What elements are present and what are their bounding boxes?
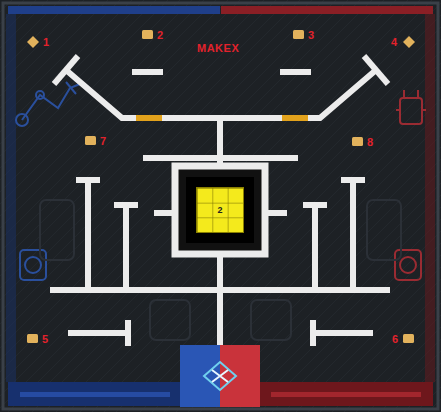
- start-logo: [204, 362, 236, 390]
- marker-block: [85, 136, 96, 145]
- blue-robot-art: [16, 82, 80, 280]
- red-robot-art: [395, 90, 426, 280]
- blue-band: [8, 6, 220, 14]
- marker-diamond: [403, 36, 415, 48]
- red-side: [425, 14, 435, 382]
- grid-number: 2: [217, 206, 222, 215]
- red-band: [221, 6, 433, 14]
- callout-number: 1: [43, 37, 49, 48]
- yellow-segments: [136, 115, 308, 121]
- callout-number: 2: [157, 30, 163, 41]
- marker-block: [403, 334, 414, 343]
- marker-block: [142, 30, 153, 39]
- centre-frame: [175, 166, 265, 254]
- callout-number: 5: [42, 334, 48, 345]
- marker-block: [293, 30, 304, 39]
- callout-number: 8: [367, 137, 373, 148]
- guide-lines: [50, 56, 390, 352]
- blue-start-zone: [180, 345, 220, 407]
- callout-number: 7: [100, 136, 106, 147]
- callout-number: 3: [308, 30, 314, 41]
- callout-number: 6: [392, 334, 398, 345]
- mat-border: [3, 3, 438, 409]
- centre-inner: [186, 177, 254, 243]
- markers: [27, 30, 415, 343]
- marker-diamond: [27, 36, 39, 48]
- callout-number: 4: [391, 37, 397, 48]
- puzzle-grid: 2: [196, 187, 244, 233]
- blue-side: [6, 14, 16, 382]
- red-start-zone: [220, 345, 260, 407]
- start-logo-x: [212, 370, 228, 382]
- marker-block: [27, 334, 38, 343]
- red-stripe: [271, 392, 421, 397]
- blue-stripe: [20, 392, 170, 397]
- marker-block: [352, 137, 363, 146]
- logo-text: MAKEX: [197, 43, 239, 54]
